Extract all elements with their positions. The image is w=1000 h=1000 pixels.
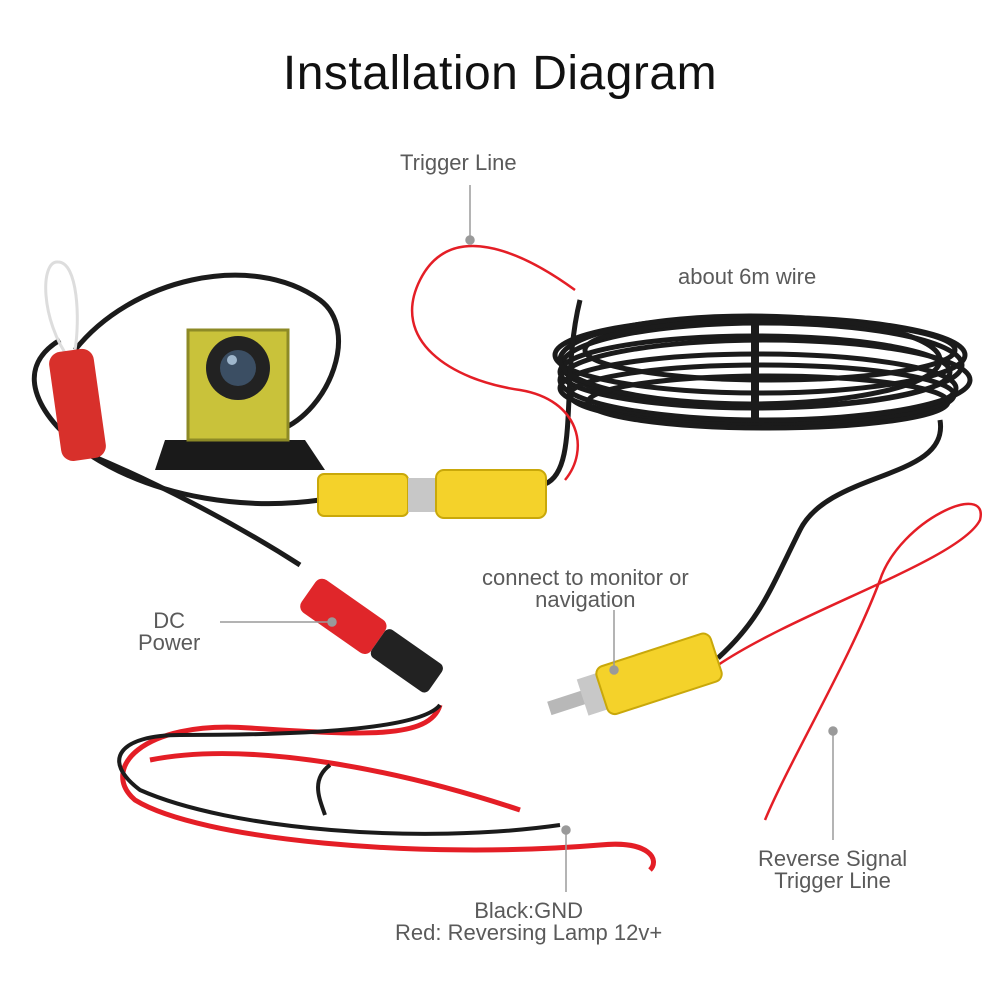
trigger-line-label: Trigger Line xyxy=(400,150,517,175)
trigger-line-wire xyxy=(410,244,579,481)
dc-power-label: DC Power xyxy=(138,608,201,655)
monitor-label: connect to monitor or navigation xyxy=(482,565,689,612)
splitter-sleeve xyxy=(49,348,106,461)
coiled-cable xyxy=(552,313,973,431)
diagram-title: Installation Diagram xyxy=(282,47,718,100)
dc-power-connector xyxy=(300,578,443,693)
reverse-signal-label: Reverse Signal Trigger Line xyxy=(758,846,908,893)
monitor-cable xyxy=(716,419,943,660)
camera-body xyxy=(155,328,325,470)
cable-tie-loop xyxy=(44,260,79,361)
rca-inline-connector xyxy=(317,469,547,519)
gnd-label: Black:GND Red: Reversing Lamp 12v+ xyxy=(395,898,663,945)
wire-length-label: about 6m wire xyxy=(678,264,817,289)
rca-male-plug xyxy=(547,632,723,716)
power-wire-loop xyxy=(117,703,656,872)
camera-cable-loop xyxy=(73,272,341,433)
reverse-trigger-wire xyxy=(717,502,982,821)
leader-lines xyxy=(220,185,838,892)
